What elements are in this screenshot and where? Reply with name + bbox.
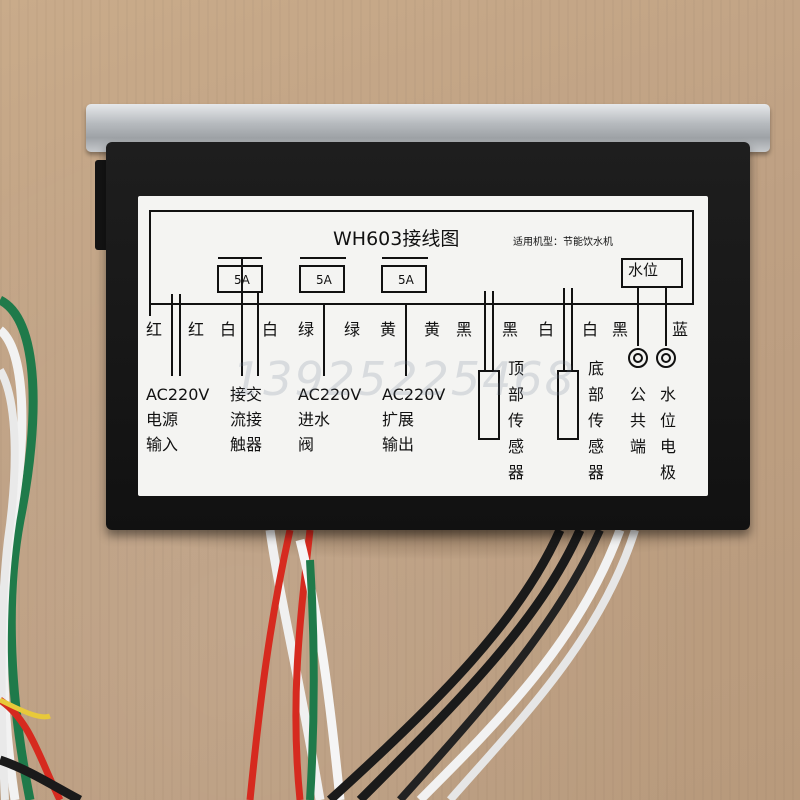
common-terminal-label: 公共端 xyxy=(630,385,647,456)
wire-color-13: 黑 xyxy=(612,320,629,339)
wiring-diagram xyxy=(149,210,694,440)
expansion-output-label: AC220V 扩展 输出 xyxy=(382,385,446,454)
wire-color-14: 蓝 xyxy=(672,320,689,339)
bottom-sensor-label: 底部传感器 xyxy=(588,359,605,482)
wire-color-12: 白 xyxy=(582,320,599,339)
power-input-label: AC220V 电源 输入 xyxy=(146,385,210,454)
relay-rating-3: 5A xyxy=(398,273,414,287)
contactor-label: 接交 流接 触器 xyxy=(230,385,263,454)
wire-color-6: 绿 xyxy=(344,320,361,339)
housing-side xyxy=(95,160,109,250)
wire-color-7: 黄 xyxy=(380,320,397,339)
label-subtitle: 适用机型：节能饮水机 xyxy=(513,237,613,248)
wire-color-5: 绿 xyxy=(298,320,315,339)
water-level-electrode-label: 水位电极 xyxy=(660,385,677,482)
wire-color-2: 红 xyxy=(188,320,205,339)
inlet-valve-label: AC220V 进水 阀 xyxy=(298,385,362,454)
wire-color-1: 红 xyxy=(146,320,163,339)
wiring-label: WH603接线图 适用机型：节能饮水机 5A 5A 5A 水位 红 红 白 白 … xyxy=(138,196,708,496)
top-sensor-label: 顶部传感器 xyxy=(508,359,525,482)
wire-color-11: 白 xyxy=(538,320,555,339)
wire-color-3: 白 xyxy=(220,320,237,339)
label-title: WH603接线图 xyxy=(333,228,460,250)
wire-color-10: 黑 xyxy=(502,320,519,339)
wire-color-9: 黑 xyxy=(456,320,473,339)
wire-color-8: 黄 xyxy=(424,320,441,339)
wire-color-4: 白 xyxy=(262,320,279,339)
water-level-box-label: 水位 xyxy=(628,261,659,279)
relay-rating-1: 5A xyxy=(234,273,250,287)
relay-rating-2: 5A xyxy=(316,273,332,287)
